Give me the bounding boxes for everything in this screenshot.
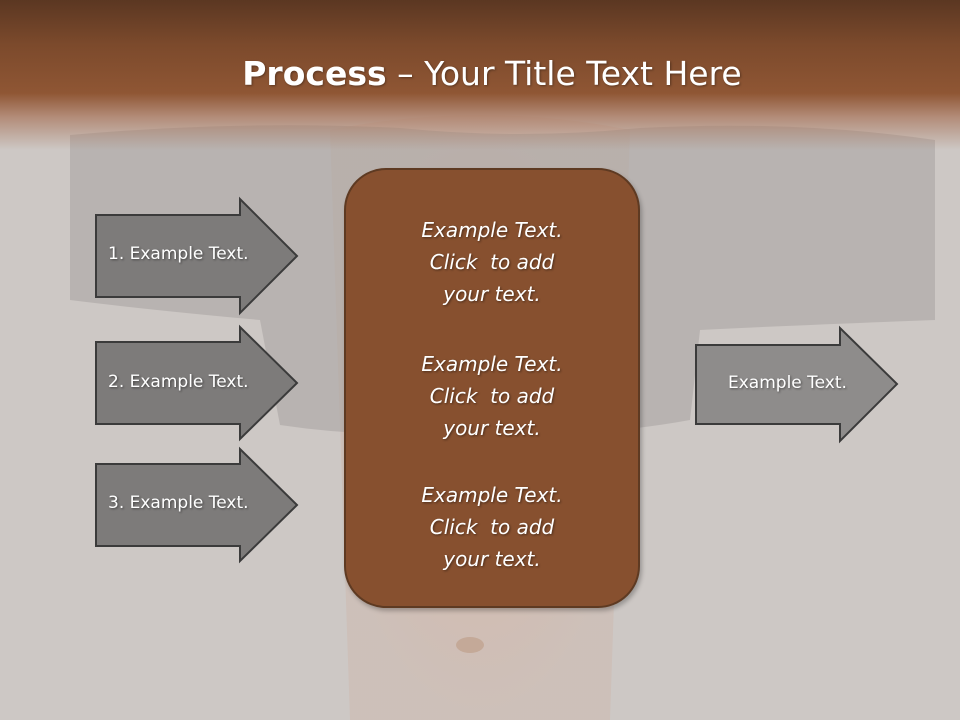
center-line: Example Text.	[421, 483, 563, 507]
center-line: Click to add	[429, 384, 555, 408]
center-text-block: Example Text. Click to add your text.	[346, 214, 638, 310]
step-arrow-label: 1. Example Text.	[108, 244, 249, 264]
header-band	[0, 0, 960, 150]
step-arrow-label: 2. Example Text.	[108, 372, 249, 392]
right-arrow-icon	[695, 325, 899, 444]
center-line: Click to add	[429, 515, 555, 539]
step-arrow-3: 3. Example Text.	[95, 446, 300, 564]
center-line: Click to add	[429, 250, 555, 274]
step-arrow-2: 2. Example Text.	[95, 324, 300, 442]
center-line: your text.	[443, 282, 541, 306]
center-line: your text.	[443, 416, 541, 440]
slide-title: Process – Your Title Text Here	[0, 52, 960, 96]
center-line: your text.	[443, 547, 541, 571]
title-rest: – Your Title Text Here	[386, 54, 742, 93]
center-text-block: Example Text. Click to add your text.	[346, 348, 638, 444]
title-bold: Process	[242, 54, 387, 93]
right-arrow-icon	[95, 324, 299, 442]
step-arrow-label: 3. Example Text.	[108, 493, 249, 513]
center-text-block: Example Text. Click to add your text.	[346, 479, 638, 575]
right-arrow-icon	[95, 196, 299, 316]
result-arrow-label: Example Text.	[728, 373, 847, 393]
result-arrow: Example Text.	[695, 325, 900, 444]
center-text-box[interactable]: Example Text. Click to add your text. Ex…	[344, 168, 640, 608]
center-line: Example Text.	[421, 352, 563, 376]
step-arrow-1: 1. Example Text.	[95, 196, 300, 316]
center-line: Example Text.	[421, 218, 563, 242]
right-arrow-icon	[95, 446, 299, 564]
